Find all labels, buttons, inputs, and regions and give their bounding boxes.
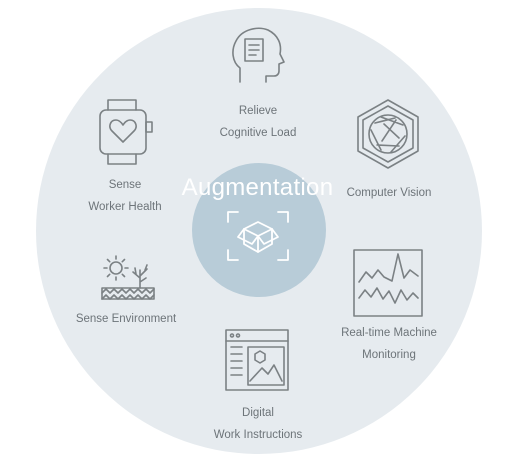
label-line: Digital — [242, 407, 274, 419]
inner-circle — [192, 163, 326, 297]
label-cognitive-load: Relieve Cognitive Load — [198, 100, 318, 144]
media-window-icon — [224, 328, 290, 392]
label-line: Monitoring — [362, 349, 416, 361]
sun-tree-ground-icon — [100, 254, 156, 304]
head-document-icon — [228, 24, 288, 86]
label-line: Sense Environment — [75, 313, 177, 325]
label-line: Real-time Machine — [341, 327, 437, 339]
label-sense-environment: Sense Environment — [62, 308, 190, 330]
camera-aperture-hexagon-icon — [355, 98, 421, 170]
label-line: Relieve — [238, 105, 278, 117]
smartwatch-heart-icon — [98, 98, 156, 166]
label-worker-health: Sense Worker Health — [70, 174, 180, 218]
label-computer-vision: Computer Vision — [334, 182, 444, 204]
center-title: Augmentation — [181, 174, 334, 201]
label-line: Sense — [108, 179, 142, 191]
label-line: Cognitive Load — [219, 127, 297, 139]
label-line: Work Instructions — [213, 429, 303, 441]
waveform-monitor-icon — [352, 248, 424, 318]
label-line: Computer Vision — [346, 187, 432, 199]
label-work-instructions: Digital Work Instructions — [198, 402, 318, 446]
label-line: Worker Health — [88, 201, 162, 213]
package-scan-icon — [224, 208, 292, 264]
label-machine-monitoring: Real-time Machine Monitoring — [324, 322, 454, 366]
